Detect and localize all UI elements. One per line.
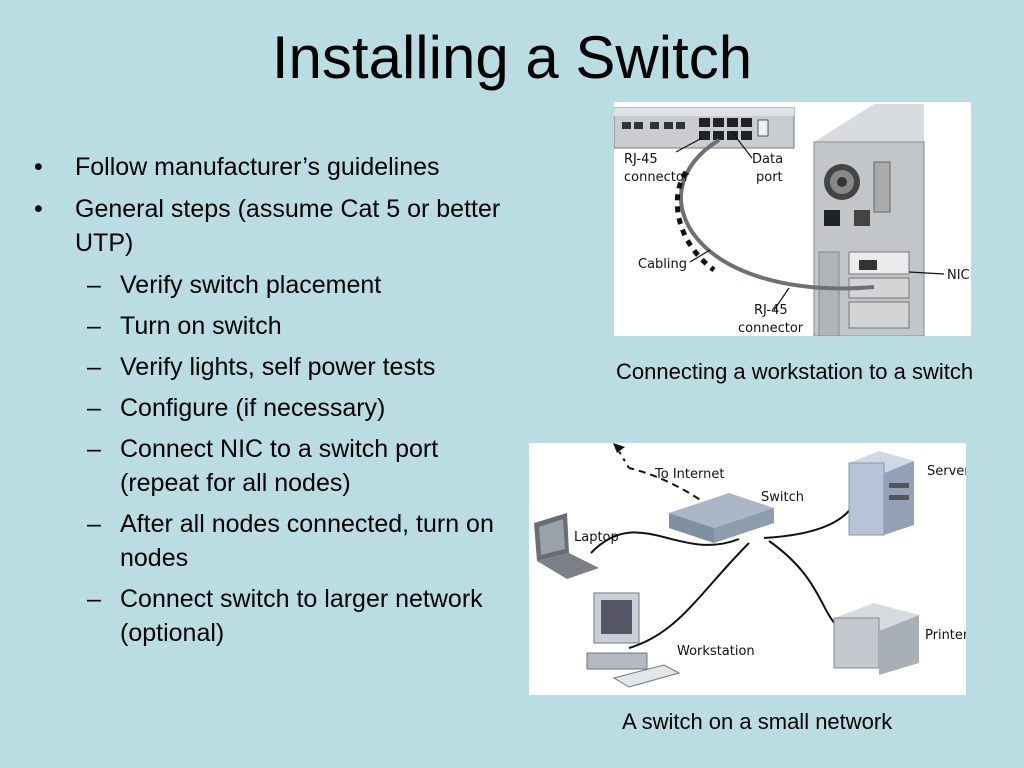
arrow-up-left-icon bbox=[613, 443, 625, 453]
label-to-internet: To Internet bbox=[654, 467, 724, 482]
cable-line bbox=[679, 138, 875, 291]
sub-bullet-item: After all nodes connected, turn on nodes bbox=[30, 507, 520, 575]
label-port: port bbox=[756, 170, 783, 185]
figure1-caption: Connecting a workstation to a switch bbox=[616, 359, 974, 384]
sub-bullet-item: Verify lights, self power tests bbox=[30, 350, 520, 384]
bullet-list: Follow manufacturer’s guidelines General… bbox=[30, 150, 520, 657]
workstation-switch-diagram: RJ-45 connector Data port Cabling NIC RJ… bbox=[614, 102, 971, 336]
label-nic: NIC bbox=[947, 268, 970, 283]
label-laptop: Laptop bbox=[574, 530, 619, 545]
sub-bullet-item: Turn on switch bbox=[30, 309, 520, 343]
switch-device-icon bbox=[669, 493, 774, 543]
workstation-icon bbox=[586, 592, 681, 688]
label-connector-bottom: connector bbox=[738, 321, 804, 336]
sub-bullet-item: Verify switch placement bbox=[30, 268, 520, 302]
bullet-item: Follow manufacturer’s guidelines bbox=[30, 150, 520, 184]
sub-bullet-item: Configure (if necessary) bbox=[30, 391, 520, 425]
laptop-icon bbox=[534, 513, 599, 579]
label-printer: Printer bbox=[925, 628, 966, 643]
label-cabling: Cabling bbox=[638, 257, 687, 272]
sub-bullet-item: Connect NIC to a switch port (repeat for… bbox=[30, 432, 520, 500]
printer-icon bbox=[833, 603, 919, 675]
label-switch: Switch bbox=[761, 490, 804, 505]
label-workstation: Workstation bbox=[677, 644, 755, 659]
label-rj45-top: RJ-45 bbox=[624, 152, 658, 167]
bullet-item: General steps (assume Cat 5 or better UT… bbox=[30, 192, 520, 260]
slide-title: Installing a Switch bbox=[271, 24, 753, 91]
sub-bullet-item: Connect switch to larger network (option… bbox=[30, 582, 520, 650]
label-connector-top: connector bbox=[624, 170, 690, 185]
label-rj45-bottom: RJ-45 bbox=[754, 303, 788, 318]
tower-computer-icon bbox=[813, 104, 925, 336]
server-icon bbox=[848, 451, 914, 536]
small-network-diagram: To Internet Switch Server Laptop Worksta… bbox=[529, 443, 966, 695]
label-server: Server bbox=[927, 464, 966, 479]
switch-device-icon bbox=[614, 107, 795, 149]
label-data: Data bbox=[752, 152, 783, 167]
figure2-caption: A switch on a small network bbox=[622, 709, 893, 734]
